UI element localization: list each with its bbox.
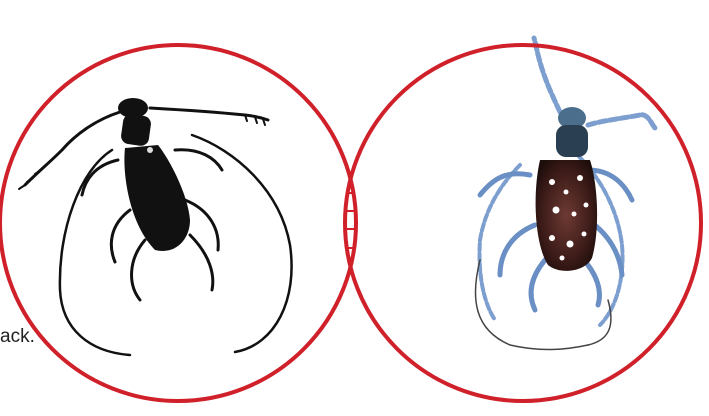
black-beetle-body — [118, 98, 190, 251]
caption-text: ack. — [0, 326, 35, 348]
spotted-beetle-body — [536, 107, 598, 271]
